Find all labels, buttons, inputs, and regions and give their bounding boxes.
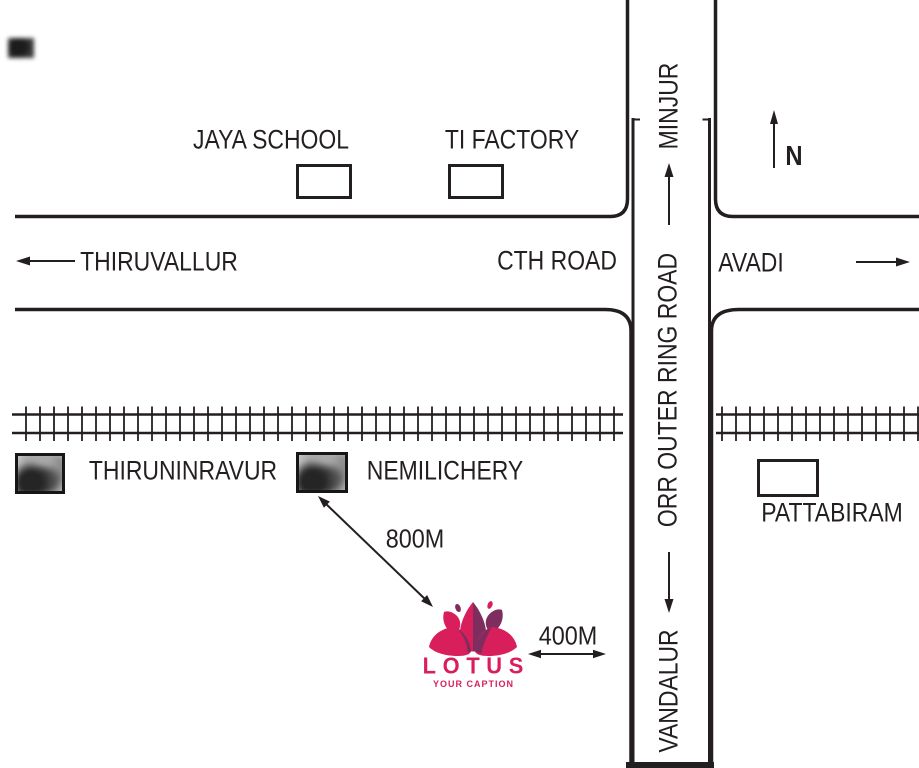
cth-road-label: CTH ROAD bbox=[497, 245, 617, 276]
thiruninravur-label: THIRUNINRAVUR bbox=[88, 455, 278, 486]
station-photo bbox=[299, 455, 345, 490]
distance-arrows bbox=[318, 496, 606, 659]
minjur-label: MINJUR bbox=[653, 62, 684, 150]
ti-factory-box bbox=[448, 164, 504, 199]
train-station-icon bbox=[296, 452, 348, 493]
vandalur-label: VANDALUR bbox=[653, 629, 684, 753]
cth-road-bottom-left bbox=[15, 307, 633, 768]
jaya-school-box bbox=[296, 164, 352, 199]
station-photo bbox=[18, 456, 62, 491]
lotus-logo-text: LOTUS bbox=[422, 652, 530, 679]
blurred-stamp bbox=[8, 38, 34, 58]
thiruvallur-label: THIRUVALLUR bbox=[80, 246, 238, 277]
direction-arrows bbox=[16, 110, 910, 613]
train-station-icon bbox=[15, 453, 65, 494]
ti-factory-label: TI FACTORY bbox=[444, 124, 580, 155]
orr-road-lines bbox=[15, 0, 919, 768]
pattabiram-label: PATTABIRAM bbox=[761, 497, 903, 528]
distance-800m-arrow-icon bbox=[324, 502, 427, 601]
railway-track-icon bbox=[12, 406, 919, 441]
avadi-label: AVADI bbox=[718, 247, 784, 278]
jaya-school-label: JAYA SCHOOL bbox=[192, 124, 350, 155]
pattabiram-box bbox=[757, 459, 819, 497]
cth-road-bottom-right bbox=[709, 307, 919, 768]
orr-road-label: ORR OUTER RING ROAD bbox=[652, 252, 683, 528]
distance-800m-label: 800M bbox=[385, 523, 445, 554]
distance-400m-label: 400M bbox=[538, 620, 598, 651]
nemilichery-label: NEMILICHERY bbox=[366, 455, 524, 486]
lotus-logo-tagline: YOUR CAPTION bbox=[432, 679, 515, 689]
lotus-flower-icon bbox=[429, 601, 517, 656]
north-label: N bbox=[785, 140, 803, 171]
